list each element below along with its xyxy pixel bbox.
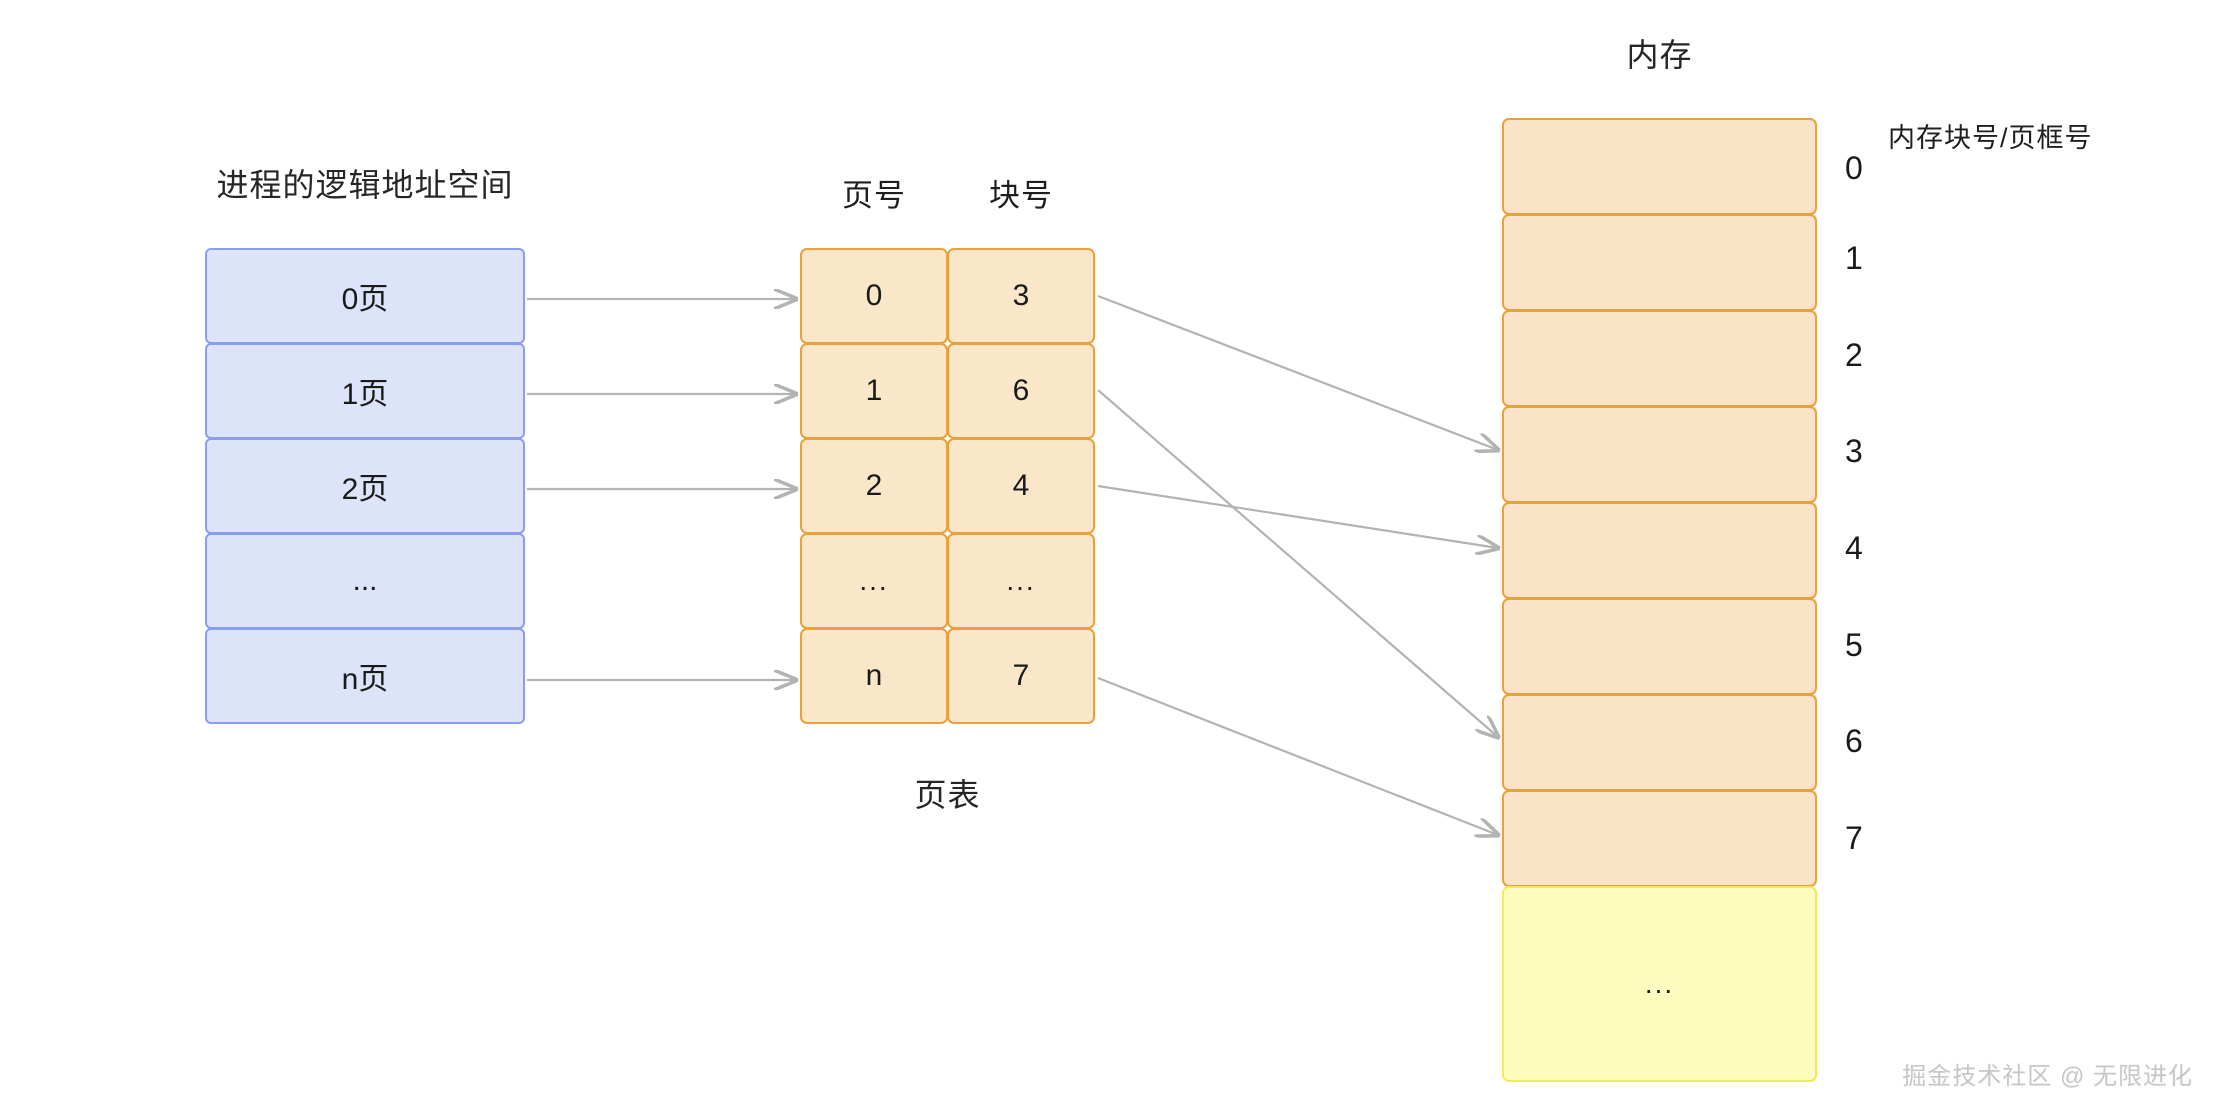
page-no-value: 1 — [865, 374, 883, 407]
page-table-cell-block-no[interactable]: ... — [947, 533, 1095, 629]
memory-block[interactable] — [1502, 406, 1817, 503]
page-table-row: 0 3 — [800, 248, 1095, 344]
page-table-header-page-no: 页号 — [842, 178, 906, 213]
logical-page-box[interactable]: 2页 — [205, 438, 525, 534]
memory-block-index: 5 — [1845, 627, 1863, 663]
page-table-header-block-no: 块号 — [989, 178, 1053, 213]
page-table-cell-page-no[interactable]: 0 — [800, 248, 948, 344]
page-table-cell-block-no[interactable]: 7 — [947, 628, 1095, 724]
logical-page-box[interactable]: ... — [205, 533, 525, 629]
page-no-value: ... — [859, 565, 889, 596]
memory-column: ... — [1502, 118, 1817, 1082]
logical-page-box[interactable]: n页 — [205, 628, 525, 724]
page-table-caption: 页表 — [914, 777, 981, 813]
memory-side-label: 内存块号/页框号 — [1888, 123, 2093, 153]
memory-block[interactable] — [1502, 310, 1817, 407]
page-table-cell-block-no[interactable]: 6 — [947, 343, 1095, 439]
page-table-row: 2 4 — [800, 438, 1095, 534]
memory-block[interactable] — [1502, 214, 1817, 311]
block-no-value: 4 — [1012, 469, 1030, 502]
page-no-value: 2 — [865, 469, 883, 502]
memory-block[interactable] — [1502, 502, 1817, 599]
page-table-cell-page-no[interactable]: 1 — [800, 343, 948, 439]
block-no-value: 3 — [1012, 279, 1030, 312]
page-table-cell-block-no[interactable]: 3 — [947, 248, 1095, 344]
block-no-value: 7 — [1012, 659, 1030, 692]
page-no-value: n — [865, 659, 883, 692]
logical-page-box[interactable]: 1页 — [205, 343, 525, 439]
arrow-table-to-memory — [1097, 294, 1498, 835]
memory-block-index: 2 — [1845, 337, 1863, 373]
memory-block-overflow[interactable]: ... — [1502, 886, 1817, 1082]
memory-block[interactable] — [1502, 694, 1817, 791]
block-no-value: 6 — [1012, 374, 1030, 407]
page-table-row: n 7 — [800, 628, 1095, 724]
page-table-cell-page-no[interactable]: ... — [800, 533, 948, 629]
memory-block-index: 1 — [1845, 240, 1863, 276]
memory-block[interactable] — [1502, 790, 1817, 887]
page-table-cell-block-no[interactable]: 4 — [947, 438, 1095, 534]
memory-block[interactable] — [1502, 598, 1817, 695]
logical-address-space: 0页 1页 2页 ... n页 — [205, 248, 525, 724]
memory-title: 内存 — [1626, 37, 1693, 73]
memory-block-index: 3 — [1845, 433, 1863, 469]
page-table-cell-page-no[interactable]: n — [800, 628, 948, 724]
logical-page-label: ... — [352, 564, 378, 597]
memory-block-index: 6 — [1845, 723, 1863, 759]
logical-page-label: 0页 — [341, 283, 389, 316]
logical-page-label: n页 — [341, 663, 389, 696]
logical-page-box[interactable]: 0页 — [205, 248, 525, 344]
logical-page-label: 2页 — [341, 473, 389, 506]
memory-overflow-label: ... — [1644, 968, 1675, 999]
logical-page-label: 1页 — [341, 378, 389, 411]
watermark: 掘金技术社区 @ 无限进化 — [1902, 1063, 2193, 1090]
block-no-value: ... — [1006, 565, 1036, 596]
page-table: 0 3 1 6 2 4 ... ... n 7 — [800, 248, 1095, 724]
logical-space-title: 进程的逻辑地址空间 — [216, 167, 514, 203]
memory-block-index: 7 — [1845, 820, 1863, 856]
arrow-page-to-table — [527, 299, 796, 680]
memory-block[interactable] — [1502, 118, 1817, 215]
page-no-value: 0 — [865, 279, 883, 312]
page-table-row: ... ... — [800, 533, 1095, 629]
memory-block-index: 4 — [1845, 530, 1863, 566]
page-table-cell-page-no[interactable]: 2 — [800, 438, 948, 534]
page-table-row: 1 6 — [800, 343, 1095, 439]
memory-block-index: 0 — [1845, 150, 1863, 186]
